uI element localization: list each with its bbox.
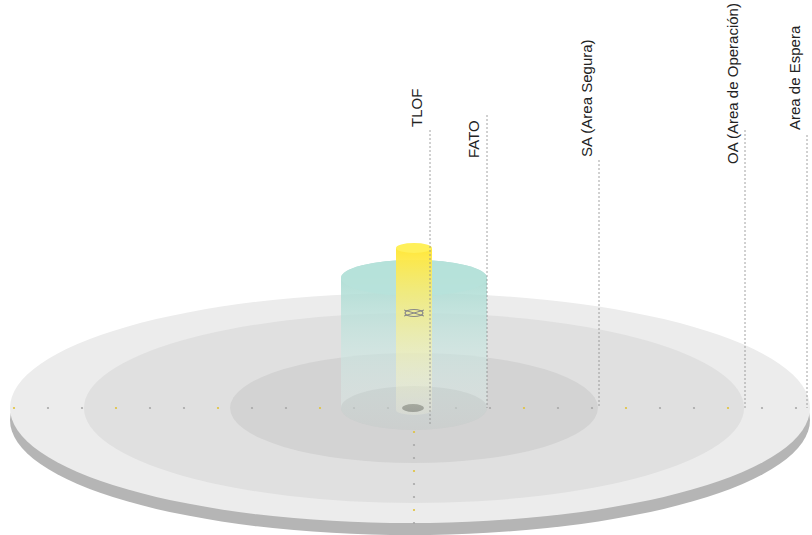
axis-dot xyxy=(591,407,593,409)
area-label: Area de Espera xyxy=(786,26,804,130)
leader-line xyxy=(745,130,746,408)
axis-dot xyxy=(625,407,627,409)
axis-dot xyxy=(727,407,729,409)
leader-line xyxy=(599,160,600,408)
leader-line xyxy=(487,115,488,408)
axis-dot xyxy=(217,407,219,409)
axis-dot xyxy=(413,522,415,524)
axis-dot xyxy=(413,470,415,472)
tlof-cylinder xyxy=(396,248,432,415)
axis-dot xyxy=(183,407,185,409)
axis-dot xyxy=(693,407,695,409)
axis-dot xyxy=(47,407,49,409)
tlof-cylinder-top xyxy=(396,243,432,253)
axis-dot xyxy=(413,457,415,459)
leader-line xyxy=(807,135,808,408)
area-label: FATO xyxy=(465,120,483,158)
area-label: OA (Area de Operación) xyxy=(724,3,742,164)
axis-dot xyxy=(413,444,415,446)
axis-dot xyxy=(413,483,415,485)
axis-dot xyxy=(251,407,253,409)
axis-dot xyxy=(413,509,415,511)
axis-dot xyxy=(115,407,117,409)
axis-dot xyxy=(659,407,661,409)
leader-lines xyxy=(430,115,807,425)
leader-line xyxy=(430,130,431,425)
axis-dot xyxy=(149,407,151,409)
axis-dot xyxy=(761,407,763,409)
axis-dot xyxy=(319,407,321,409)
axis-dot xyxy=(557,407,559,409)
axis-dot xyxy=(413,496,415,498)
helicopter-icon xyxy=(404,310,424,317)
axis-dot xyxy=(523,407,525,409)
area-label: SA (Area Segura) xyxy=(578,39,596,157)
axis-dot xyxy=(81,407,83,409)
axis-dot xyxy=(13,407,15,409)
axis-dot xyxy=(413,431,415,433)
axis-dot xyxy=(285,407,287,409)
area-label: TLOF xyxy=(408,89,426,127)
axis-dot xyxy=(795,407,797,409)
axis-dot xyxy=(489,407,491,409)
